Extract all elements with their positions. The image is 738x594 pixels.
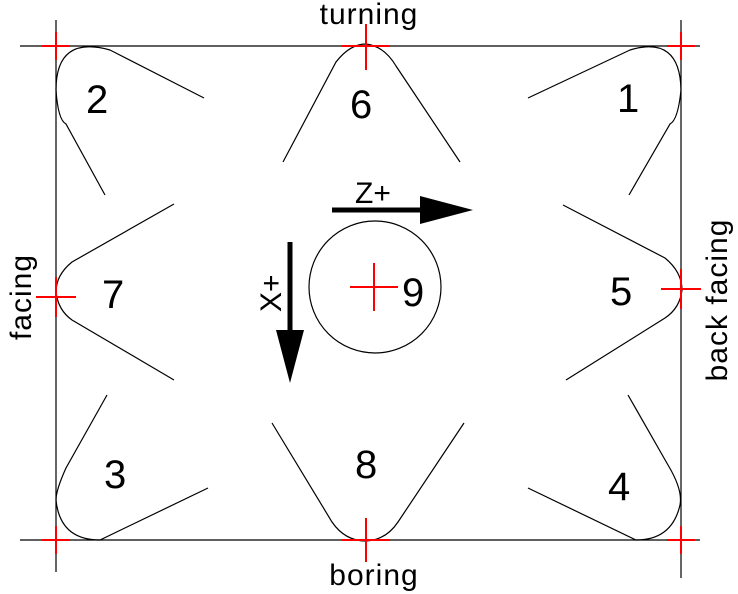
x-axis-arrow [276,242,304,383]
crosshair-top-mid [342,24,390,70]
insert-corner-1 [527,46,682,196]
crosshair-bottom-left [42,526,70,554]
position-5: 5 [610,270,632,314]
center-circle [308,220,442,354]
position-7: 7 [102,273,124,317]
crosshair-left-mid [36,277,76,317]
x-axis-label: X+ [255,274,288,312]
z-axis-arrow [332,196,473,224]
crosshair-bottom-right [667,526,695,554]
label-turning: turning [320,0,419,31]
insert-corner-2 [55,46,205,196]
crosshair-bottom-mid [342,518,390,562]
position-2: 2 [86,78,108,122]
crosshairs [36,24,701,562]
position-6: 6 [350,83,372,127]
position-4: 4 [608,465,630,509]
z-axis-label: Z+ [355,177,391,210]
crosshair-right-mid [661,269,701,309]
label-facing: facing [5,254,38,340]
insert-corner-4 [527,394,682,541]
label-boring: boring [329,559,418,592]
position-3: 3 [104,453,126,497]
crosshair-top-right [667,32,695,60]
position-8: 8 [355,443,377,487]
label-back-facing: back facing [701,219,734,382]
position-1: 1 [617,77,639,121]
insert-corner-3 [55,394,209,541]
crosshair-center [350,263,398,311]
crosshair-top-left [42,32,70,60]
position-9: 9 [402,271,424,315]
